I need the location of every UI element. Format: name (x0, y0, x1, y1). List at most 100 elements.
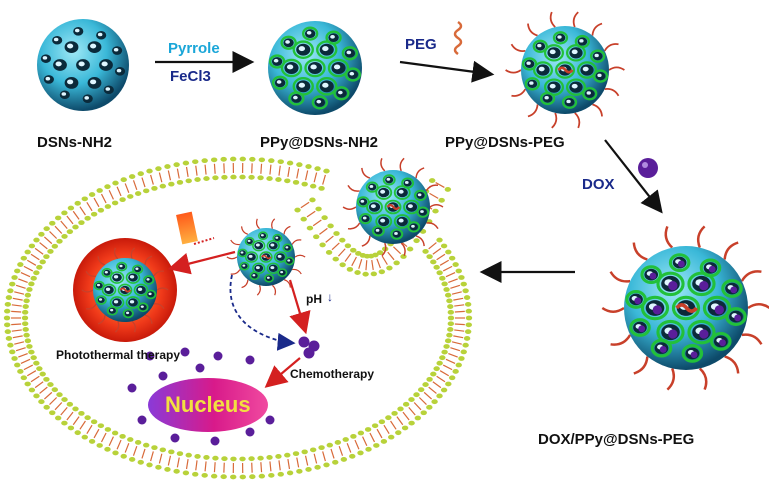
lipid-tail (86, 424, 93, 435)
lipid-head (56, 392, 63, 398)
lipid-head (159, 183, 167, 189)
peg-chain (698, 367, 708, 391)
pore-highlight (84, 96, 89, 100)
ppy-coating (371, 225, 385, 237)
lipid-tail (43, 236, 53, 245)
lipid-head (182, 160, 190, 166)
lipid-head (380, 439, 388, 444)
ppy-coating (375, 185, 393, 200)
lipid-tail (436, 253, 446, 261)
lipid-tail (23, 364, 34, 371)
lipid-head (38, 399, 45, 405)
lipid-tail (287, 459, 291, 470)
lipid-head (4, 301, 12, 307)
pore-highlight (98, 298, 103, 301)
lipid-head (257, 175, 264, 181)
ppy-coating (552, 31, 569, 45)
pore-highlight (110, 308, 114, 312)
lipid-head (230, 156, 237, 162)
lipid-head (266, 176, 273, 181)
lipid-head (30, 275, 37, 281)
lipid-tail (454, 310, 465, 313)
pore-highlight (386, 177, 391, 181)
lipid-head (28, 281, 35, 287)
lipid-head (127, 437, 134, 442)
lipid-head (400, 254, 407, 259)
lipid-head (239, 174, 246, 180)
lipid-tail (11, 310, 22, 313)
peg-chain (114, 320, 120, 333)
lipid-head (370, 271, 378, 277)
ppy-coating (407, 221, 421, 233)
dox-dot (245, 355, 255, 365)
pore-highlight (266, 276, 270, 279)
lipid-head (436, 393, 443, 399)
lipid-tail (338, 446, 344, 456)
lipid-head (230, 456, 237, 462)
lipid-tail (453, 335, 464, 339)
lipid-tail (429, 192, 439, 199)
lipid-tail (338, 248, 346, 257)
loaded-dox (634, 297, 642, 305)
lipid-head (248, 456, 255, 462)
ppy-coating (282, 243, 293, 253)
lipid-tail (141, 177, 146, 188)
ppy-coating (280, 58, 303, 78)
lipid-head (239, 456, 246, 462)
ppy-coating (403, 199, 420, 215)
lipid-head (21, 321, 29, 327)
lipid-tail (304, 455, 309, 466)
pore-highlight (549, 49, 556, 55)
lipid-head (277, 471, 284, 477)
ph-down-arrow: ↓ (327, 290, 333, 304)
ppy-coating (316, 77, 338, 96)
ppy-coating (592, 69, 609, 83)
pore-highlight (280, 271, 284, 274)
peg-chain (131, 320, 137, 333)
pore-highlight (360, 199, 365, 203)
nucleus (148, 378, 268, 432)
lipid-head (151, 445, 158, 451)
pore-highlight (113, 275, 119, 279)
ppy-coating (277, 268, 288, 277)
lipid-head (440, 243, 448, 249)
lipid-head (309, 197, 316, 203)
lipid-tail (319, 227, 328, 235)
lipid-head (112, 450, 119, 456)
peg-chain (592, 103, 603, 117)
lipid-head (426, 376, 433, 382)
lipid-tail (296, 168, 300, 179)
lipid-tail (176, 457, 180, 468)
pore-highlight (404, 181, 409, 184)
ppy-coating (681, 344, 704, 363)
lipid-tail (260, 163, 263, 174)
ppy-coating (565, 78, 587, 96)
lipid-head (443, 344, 450, 349)
ppy-coating (629, 318, 651, 337)
ppy-coating (132, 264, 144, 275)
loaded-dox (708, 265, 716, 273)
pore-highlight (286, 64, 294, 70)
lipid-head (371, 423, 379, 429)
label-pyrrole: Pyrrole (168, 40, 220, 57)
lipid-head (7, 342, 14, 348)
lipid-head (258, 473, 266, 479)
lipid-tail (86, 201, 93, 212)
lipid-head (460, 281, 467, 287)
loaded-dox (699, 329, 709, 339)
lipid-head (137, 171, 144, 177)
lipid-tail (12, 297, 23, 301)
ppy-coating (532, 39, 548, 53)
peg-center (119, 287, 132, 293)
pore-highlight (285, 40, 290, 44)
loaded-dox (659, 346, 667, 353)
lipid-head (111, 430, 119, 436)
lipid-head (7, 288, 14, 294)
lipid-head (210, 157, 218, 163)
ppy-coating (366, 199, 383, 215)
pore-highlight (270, 266, 275, 270)
lipid-head (300, 216, 307, 222)
lipid-head (463, 336, 471, 341)
pore-highlight (380, 218, 386, 223)
lipid-head (49, 220, 56, 226)
